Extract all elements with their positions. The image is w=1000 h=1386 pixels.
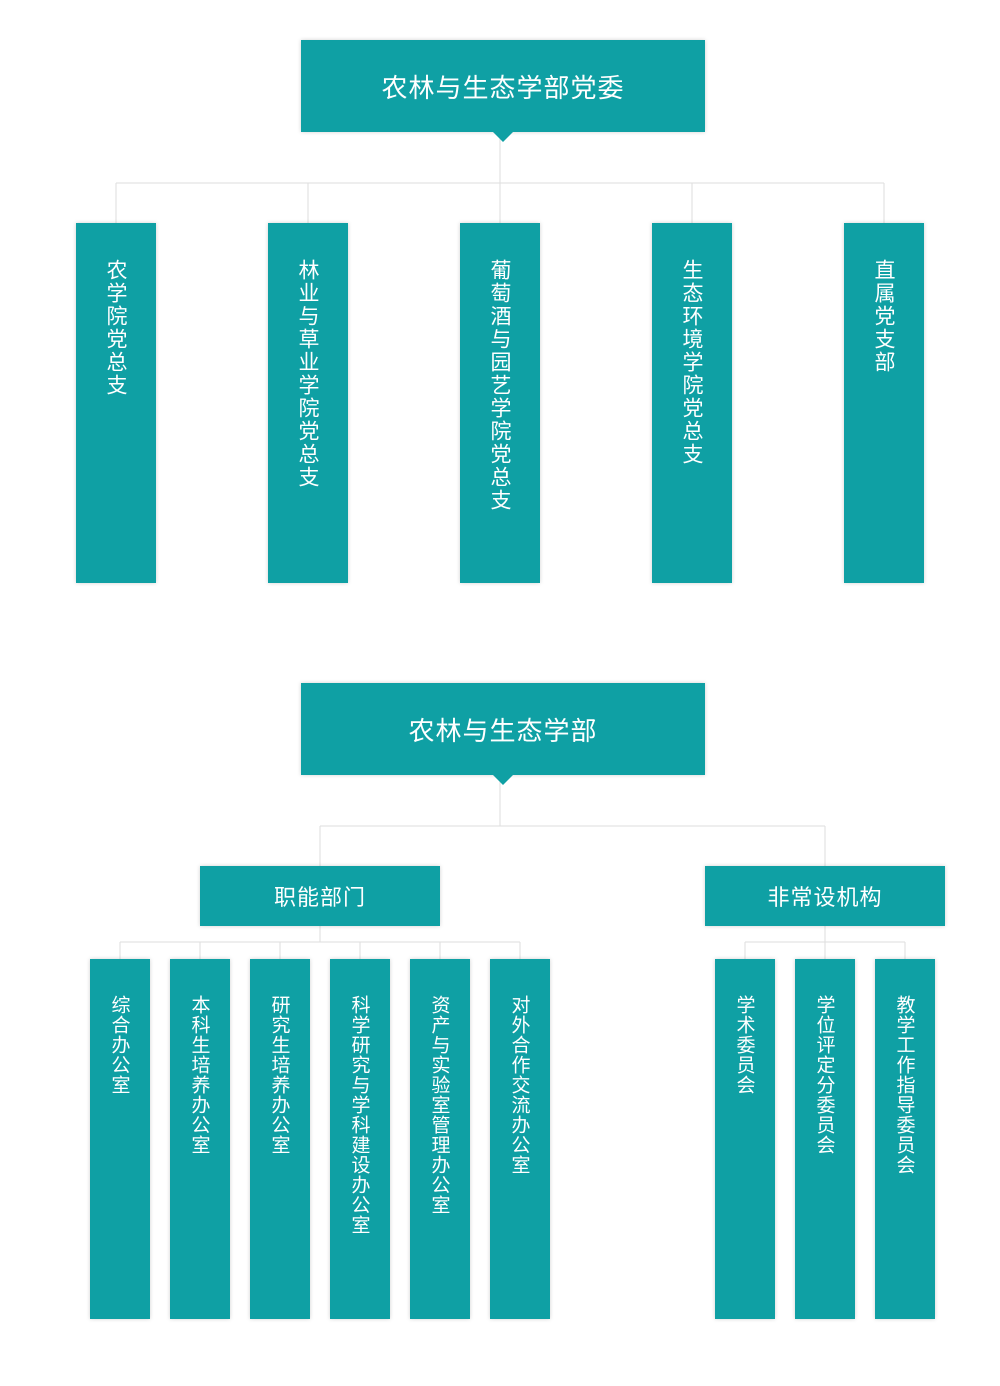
office-box: 研究生培养办公室 bbox=[250, 959, 310, 1319]
party-branch-box: 生态环境学院党总支 bbox=[652, 223, 732, 583]
committee-label: 学位评定分委员会 bbox=[813, 995, 836, 1155]
non-standing-bodies-label: 非常设机构 bbox=[767, 886, 883, 911]
office-box: 科学研究与学科建设办公室 bbox=[330, 959, 390, 1319]
functional-departments-box: 职能部门 bbox=[200, 866, 440, 926]
party-branch-box: 农学院党总支 bbox=[76, 223, 156, 583]
committee-label: 学术委员会 bbox=[733, 995, 756, 1095]
party-branch-box: 葡萄酒与园艺学院党总支 bbox=[460, 223, 540, 583]
non-standing-bodies-box: 非常设机构 bbox=[705, 866, 945, 926]
party-committee-box: 农林与生态学部党委 bbox=[301, 40, 705, 142]
party-branch-box: 林业与草业学院党总支 bbox=[268, 223, 348, 583]
committee-box: 学术委员会 bbox=[715, 959, 775, 1319]
party-branch-label: 林业与草业学院党总支 bbox=[296, 259, 320, 489]
functional-departments-label: 职能部门 bbox=[273, 886, 366, 911]
office-box: 本科生培养办公室 bbox=[170, 959, 230, 1319]
party-branch-label: 生态环境学院党总支 bbox=[680, 259, 704, 466]
faculty-title: 农林与生态学部 bbox=[408, 716, 598, 747]
party-committee-title: 农林与生态学部党委 bbox=[381, 73, 625, 104]
office-box: 对外合作交流办公室 bbox=[490, 959, 550, 1319]
office-label: 研究生培养办公室 bbox=[268, 995, 291, 1155]
office-label: 本科生培养办公室 bbox=[188, 995, 211, 1155]
committee-box: 学位评定分委员会 bbox=[795, 959, 855, 1319]
office-box: 资产与实验室管理办公室 bbox=[410, 959, 470, 1319]
committee-label: 教学工作指导委员会 bbox=[893, 995, 916, 1175]
party-branch-label: 农学院党总支 bbox=[104, 259, 128, 397]
party-branch-label: 葡萄酒与园艺学院党总支 bbox=[488, 259, 512, 512]
office-label: 资产与实验室管理办公室 bbox=[428, 995, 451, 1215]
office-label: 综合办公室 bbox=[108, 995, 131, 1095]
committee-box: 教学工作指导委员会 bbox=[875, 959, 935, 1319]
party-branch-box: 直属党支部 bbox=[844, 223, 924, 583]
office-box: 综合办公室 bbox=[90, 959, 150, 1319]
office-label: 科学研究与学科建设办公室 bbox=[348, 995, 371, 1235]
office-label: 对外合作交流办公室 bbox=[508, 995, 531, 1175]
faculty-box: 农林与生态学部 bbox=[301, 683, 705, 785]
party-branch-label: 直属党支部 bbox=[872, 259, 896, 374]
